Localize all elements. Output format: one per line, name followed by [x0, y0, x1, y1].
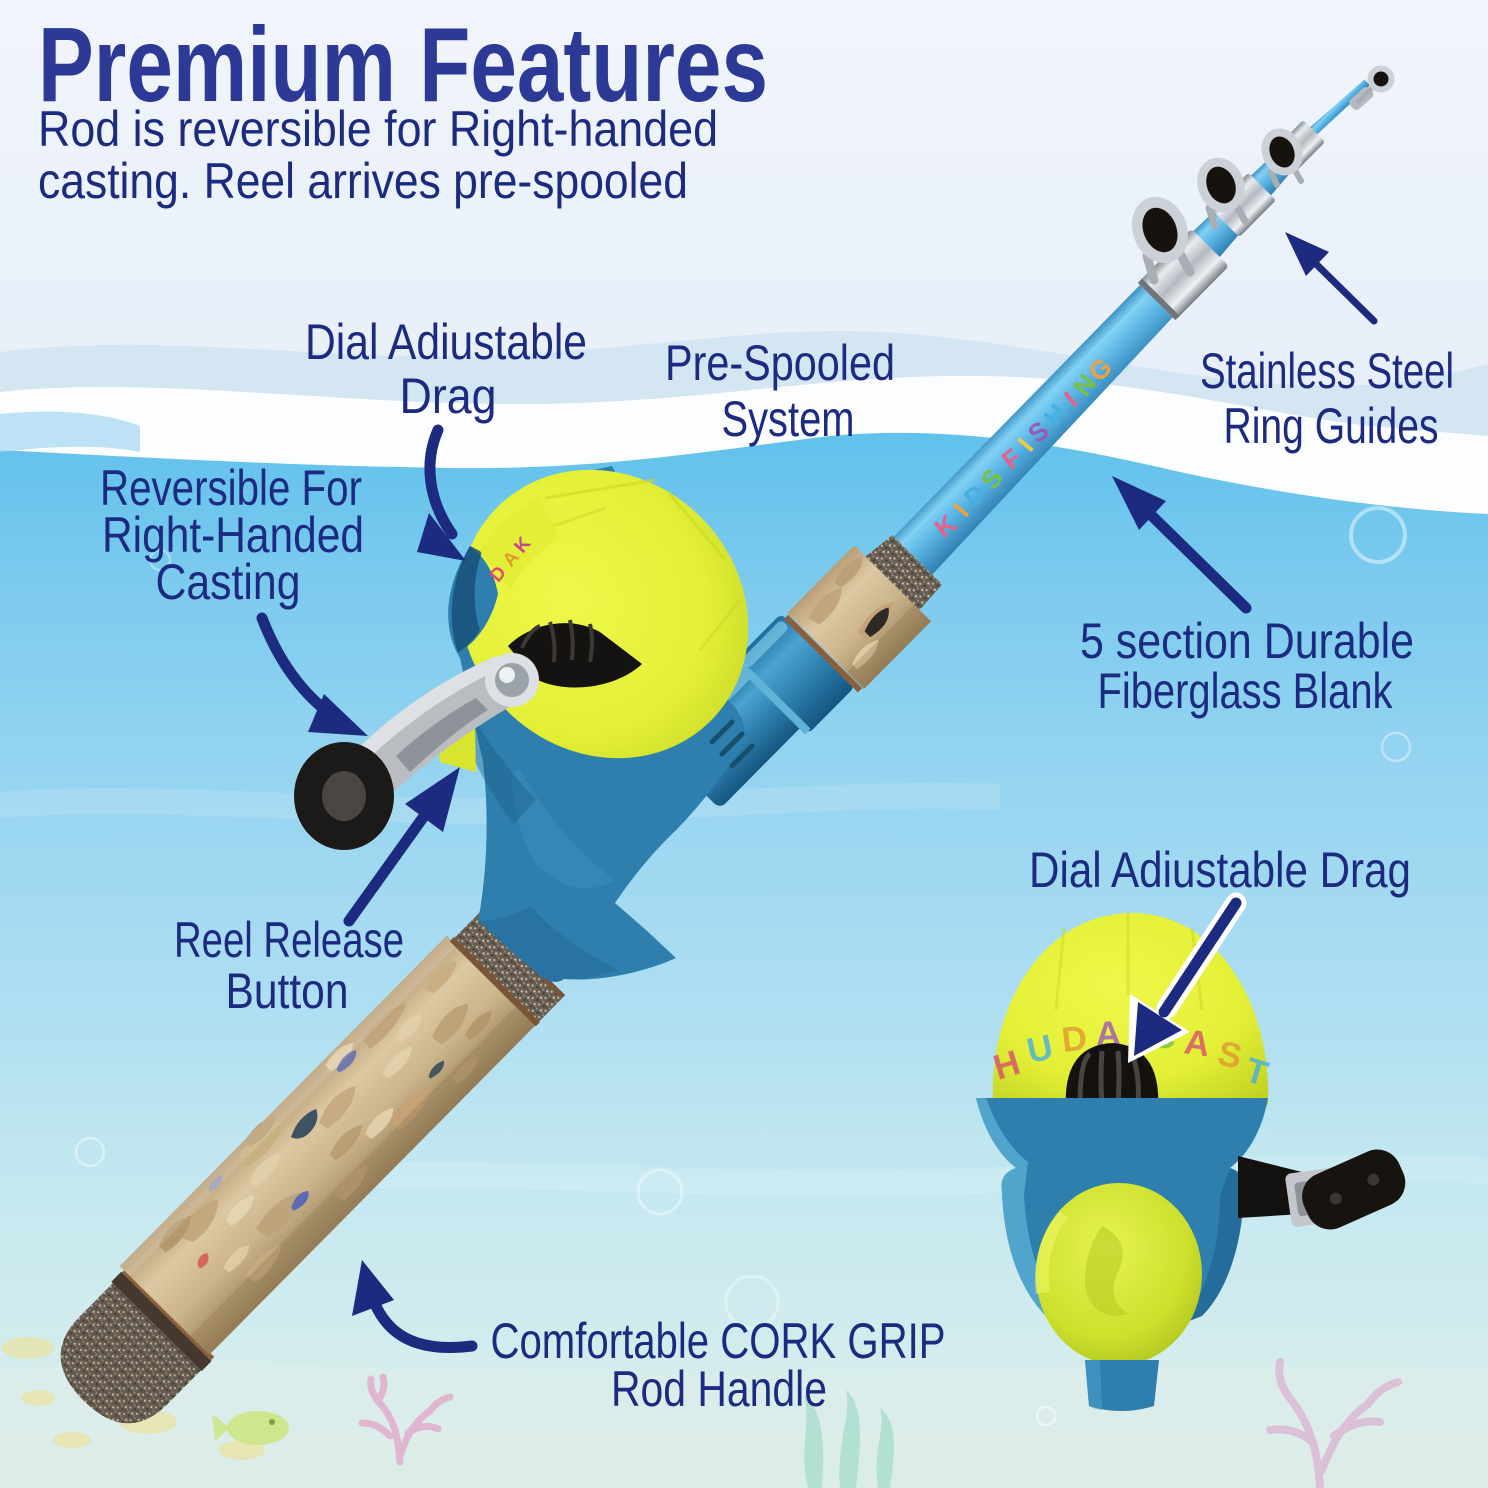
svg-text:Stainless Steel: Stainless Steel	[1200, 343, 1454, 399]
svg-text:casting. Reel arrives pre-spoo: casting. Reel arrives pre-spooled	[38, 153, 688, 209]
svg-text:Dial Adiustable: Dial Adiustable	[305, 314, 587, 370]
svg-text:Drag: Drag	[400, 368, 497, 424]
svg-text:Comfortable CORK GRIP: Comfortable CORK GRIP	[491, 1313, 946, 1369]
svg-text:Dial Adiustable Drag: Dial Adiustable Drag	[1029, 842, 1411, 898]
svg-text:Rod is reversible for Right-ha: Rod is reversible for Right-handed	[38, 101, 718, 157]
svg-text:Casting: Casting	[156, 554, 301, 610]
svg-text:Rod Handle: Rod Handle	[611, 1361, 827, 1417]
svg-text:Right-Handed: Right-Handed	[102, 507, 364, 563]
svg-text:5 section Durable: 5 section Durable	[1080, 613, 1414, 669]
svg-text:Reversible For: Reversible For	[100, 460, 362, 516]
svg-text:A: A	[1182, 1022, 1212, 1064]
svg-text:Button: Button	[226, 963, 349, 1019]
svg-text:Premium Features: Premium Features	[38, 6, 768, 124]
svg-text:Reel Release: Reel Release	[174, 912, 404, 968]
svg-text:Fiberglass Blank: Fiberglass Blank	[1098, 663, 1394, 719]
svg-text:Pre-Spooled: Pre-Spooled	[665, 335, 895, 391]
svg-text:Ring Guides: Ring Guides	[1224, 398, 1439, 454]
svg-text:System: System	[722, 391, 855, 447]
